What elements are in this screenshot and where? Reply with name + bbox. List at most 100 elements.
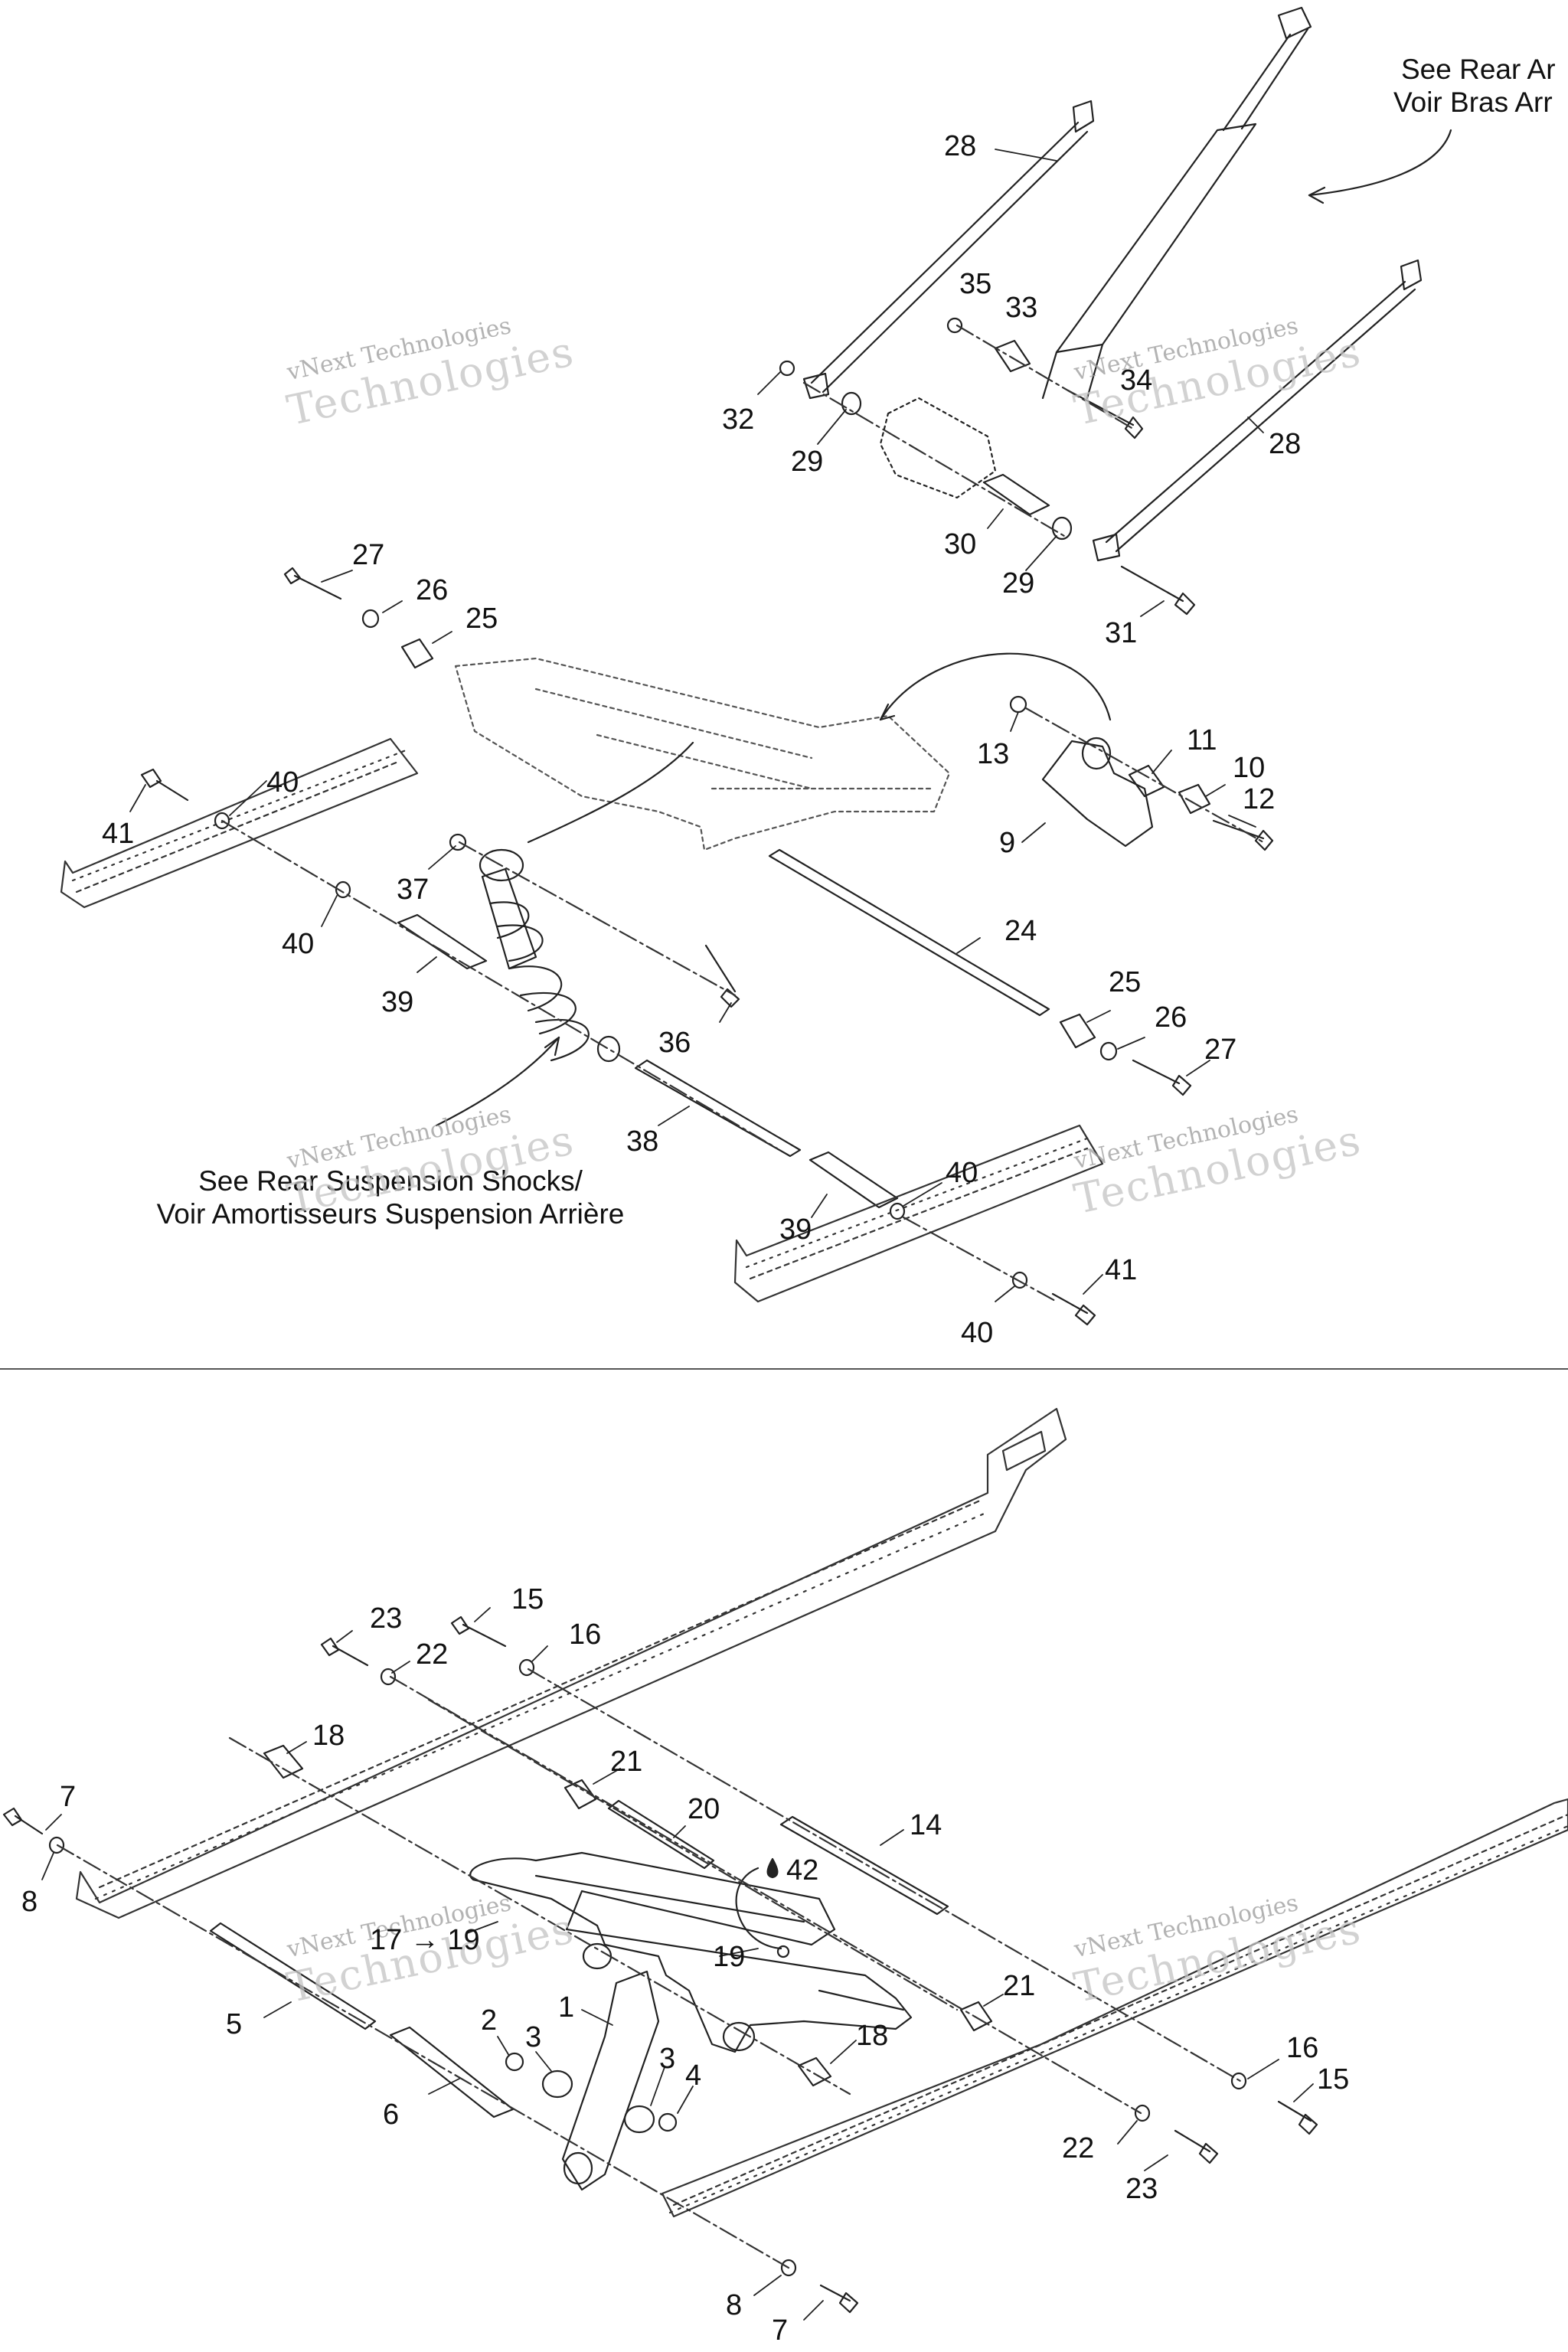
bolt-31 <box>1122 567 1194 614</box>
callout-label: 22 <box>1062 2132 1095 2164</box>
callout-label: 29 <box>791 446 824 478</box>
callout-label: 23 <box>1125 2173 1158 2205</box>
washer-3-right <box>625 2106 654 2132</box>
long-rail-lower <box>662 1799 1568 2216</box>
nut-4 <box>659 2114 676 2131</box>
callout-label: 29 <box>1002 567 1035 599</box>
arrow-to-shocks-note <box>436 1037 559 1125</box>
callout-label: 21 <box>610 1746 643 1778</box>
leader-lines <box>42 149 1313 2320</box>
callout-label: 25 <box>1109 966 1142 998</box>
washer-22-bottom <box>1135 2105 1149 2121</box>
note-see-rear-arm-line2: Voir Bras Arr <box>1393 86 1553 118</box>
note-see-shocks-line1: See Rear Suspension Shocks/ <box>198 1165 583 1197</box>
callout-label: 25 <box>466 603 498 635</box>
callout-label: 35 <box>959 268 992 300</box>
arrow-head-bracket <box>880 704 894 720</box>
callout-label: 9 <box>999 827 1016 859</box>
callout-label: 8 <box>726 2289 743 2321</box>
callout-label: 3 <box>525 2021 542 2053</box>
callout-label: 42 <box>786 1854 819 1886</box>
assembly-axes-bottom <box>57 1669 1240 2268</box>
swing-arm-1-eye <box>564 2153 592 2184</box>
arrow-shock-to-arm <box>528 743 693 842</box>
callout-label: 40 <box>266 766 299 799</box>
callout-label: 6 <box>383 2099 400 2131</box>
callout-label: 7 <box>772 2314 789 2347</box>
callout-label: 28 <box>1269 428 1302 460</box>
callout-label: 16 <box>1286 2032 1319 2064</box>
callout-label: 38 <box>626 1125 659 1158</box>
bolt-23-top <box>322 1638 368 1665</box>
callout-label: 33 <box>1005 292 1038 324</box>
callout-label: 19 <box>713 1941 746 1973</box>
shaft-24 <box>769 850 1049 1015</box>
callout-label: 37 <box>397 874 430 906</box>
note-see-rear-arm-line1: See Rear Ar <box>1401 54 1556 85</box>
section-divider <box>0 1368 1568 1370</box>
long-rail-upper <box>77 1409 1066 1918</box>
bolt-7-bottom <box>821 2285 858 2312</box>
washer-40-top-b <box>336 882 350 897</box>
shaft-5 <box>211 1923 375 2029</box>
callout-label: 10 <box>1233 752 1266 784</box>
nut-37 <box>450 835 466 850</box>
grease-drop-42 <box>768 1859 778 1877</box>
bushing-21-top <box>565 1780 596 1808</box>
washer-29-upper <box>842 393 861 414</box>
washer-40-right <box>890 1204 904 1219</box>
callout-label: 8 <box>21 1886 38 1918</box>
washer-26-right <box>1101 1043 1116 1060</box>
note-see-rear-arm: See Rear Ar Voir Bras Arr <box>1393 54 1556 119</box>
callout-label: 2 <box>481 2004 498 2037</box>
fitting-19 <box>778 1946 789 1957</box>
callout-label: 3 <box>659 2043 676 2075</box>
bushing-21-bottom <box>961 2002 991 2030</box>
nut-13 <box>1011 697 1026 712</box>
spacer-18-bottom <box>799 2058 831 2086</box>
callout-label: 1 <box>558 1991 575 2024</box>
link-bracket <box>880 398 995 498</box>
callout-label: 39 <box>779 1214 812 1246</box>
washer-8-bottom <box>782 2260 795 2275</box>
bolt-27-left <box>285 568 341 599</box>
callout-label: 40 <box>961 1317 994 1349</box>
callout-label: 7 <box>60 1781 77 1813</box>
bolt-7-top <box>4 1808 42 1834</box>
callout-label: 28 <box>944 130 977 162</box>
right-rail-top <box>735 1125 1102 1302</box>
callout-label: 40 <box>282 928 315 960</box>
bushing-10 <box>1179 785 1210 813</box>
bushing-9-eye <box>1083 738 1110 769</box>
shaft-38 <box>635 1060 800 1156</box>
bolt-23-bottom <box>1175 2131 1217 2163</box>
callout-label: 15 <box>511 1583 544 1615</box>
bolt-27-right <box>1133 1060 1191 1095</box>
callout-label: 27 <box>1204 1034 1237 1066</box>
callout-label: 23 <box>370 1602 403 1635</box>
callout-label: 32 <box>722 403 755 436</box>
spacer-18-top <box>264 1746 302 1778</box>
callout-label: 15 <box>1317 2063 1350 2096</box>
tie-rod-lower-28 <box>1093 260 1421 560</box>
bolt-36 <box>706 946 739 1007</box>
callout-label: 13 <box>977 738 1010 770</box>
callout-label: 31 <box>1105 617 1138 649</box>
callout-label: 11 <box>1187 724 1217 756</box>
callout-label: 18 <box>856 2020 889 2052</box>
callout-label: 39 <box>381 986 414 1018</box>
sleeve-33 <box>995 341 1030 371</box>
callout-label: 12 <box>1243 783 1276 815</box>
callout-label: 17 → 19 <box>370 1924 480 1956</box>
washer-3-left <box>543 2071 572 2097</box>
upper-shock-body <box>1043 8 1311 398</box>
callout-label: 18 <box>312 1720 345 1752</box>
assembly-axes-top <box>222 325 1263 1302</box>
callout-label: 26 <box>416 574 449 606</box>
callout-label: 40 <box>946 1157 978 1189</box>
callout-label: 21 <box>1003 1970 1036 2002</box>
nut-35 <box>948 318 962 332</box>
bushing-25-right <box>1060 1014 1095 1047</box>
callout-label: 34 <box>1120 364 1153 397</box>
